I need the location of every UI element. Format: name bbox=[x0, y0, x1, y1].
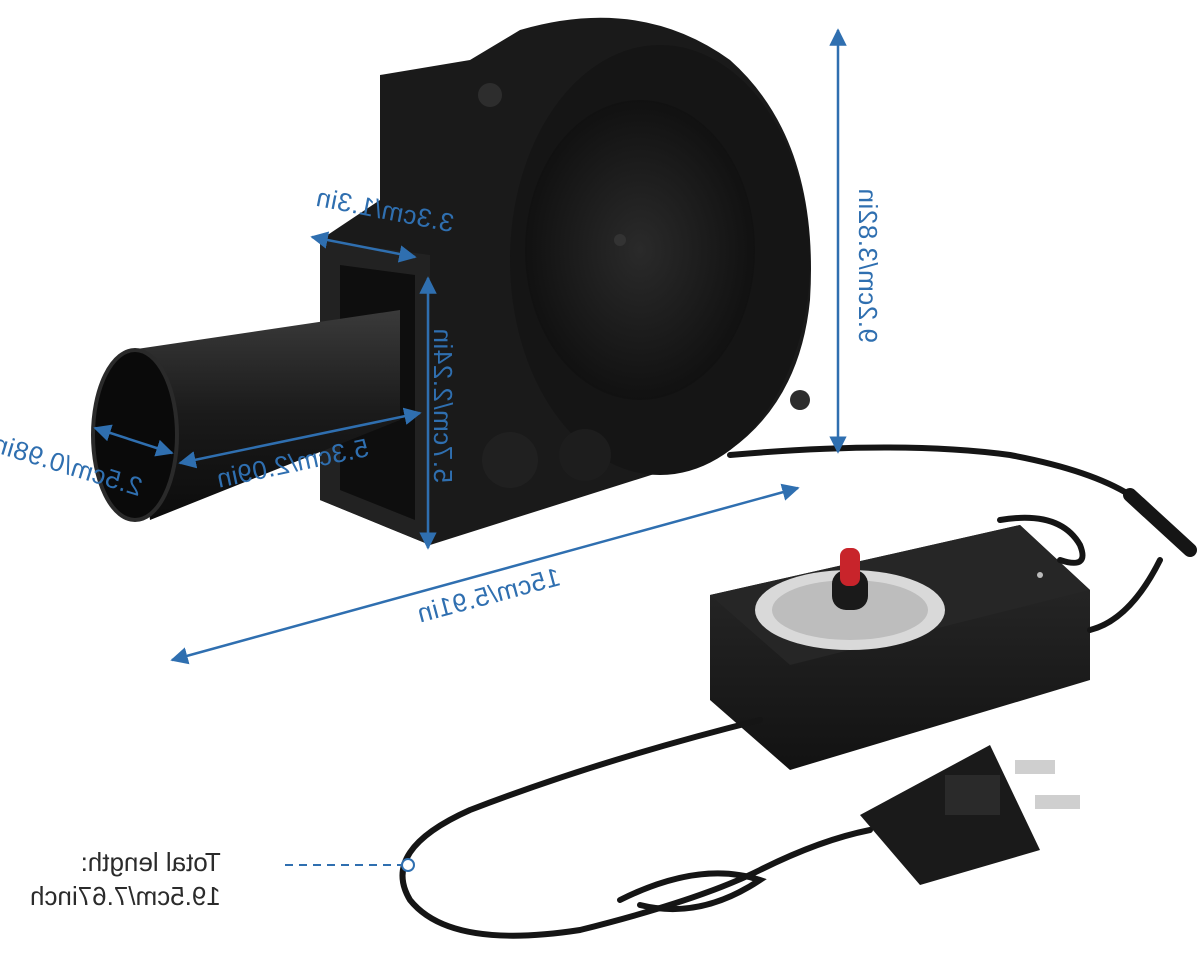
dimension-outlet-height-label: 5.7cm/2.24in bbox=[427, 328, 458, 483]
cable-total-length-label: Total length: 19.5cm/7.67inch bbox=[30, 845, 221, 913]
cable-label-line1: Total length: bbox=[80, 847, 221, 877]
power-plug bbox=[860, 745, 1080, 885]
blower-fan bbox=[320, 17, 811, 545]
power-cable bbox=[399, 444, 1197, 939]
speed-controller bbox=[710, 525, 1090, 770]
dimension-height-label: 9.2cm/3.82in bbox=[852, 188, 883, 343]
cable-label-line2: 19.5cm/7.67inch bbox=[30, 881, 221, 911]
cable-length-leader bbox=[285, 858, 415, 872]
dimension-lines bbox=[93, 28, 847, 665]
